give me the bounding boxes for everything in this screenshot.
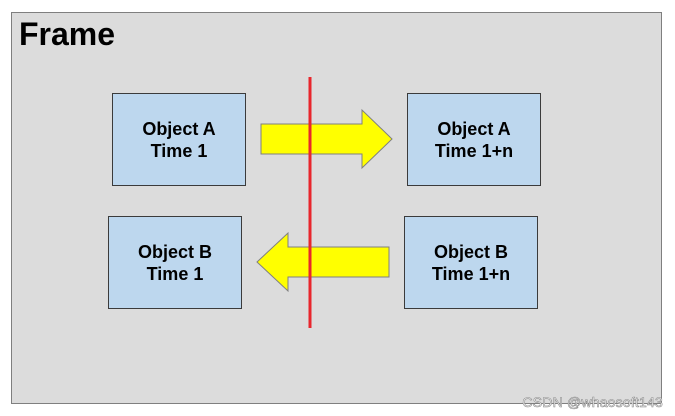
object-a-time-1-time: Time 1 bbox=[150, 140, 208, 161]
object-b-time-1n-name: Object B bbox=[433, 241, 508, 262]
object-a-time-1n-name: Object A bbox=[437, 118, 511, 139]
frame-title: Frame bbox=[19, 16, 116, 52]
object-a-time-1n-box: Object A Time 1+n bbox=[407, 93, 541, 186]
right-arrow-icon bbox=[260, 108, 393, 170]
object-a-time-1n-time: Time 1+n bbox=[434, 140, 514, 161]
object-b-time-1-name: Object B bbox=[137, 241, 212, 262]
left-arrow-icon bbox=[256, 231, 390, 293]
object-a-time-1-box: Object A Time 1 bbox=[112, 93, 246, 186]
frame-container bbox=[11, 12, 662, 404]
object-a-time-1-name: Object A bbox=[142, 118, 216, 139]
watermark-text: CSDN @whaosoft143 bbox=[522, 394, 663, 411]
object-b-time-1-time: Time 1 bbox=[146, 263, 204, 284]
object-b-time-1-box: Object B Time 1 bbox=[108, 216, 242, 309]
object-b-time-1n-time: Time 1+n bbox=[431, 263, 511, 284]
object-b-time-1n-box: Object B Time 1+n bbox=[404, 216, 538, 309]
